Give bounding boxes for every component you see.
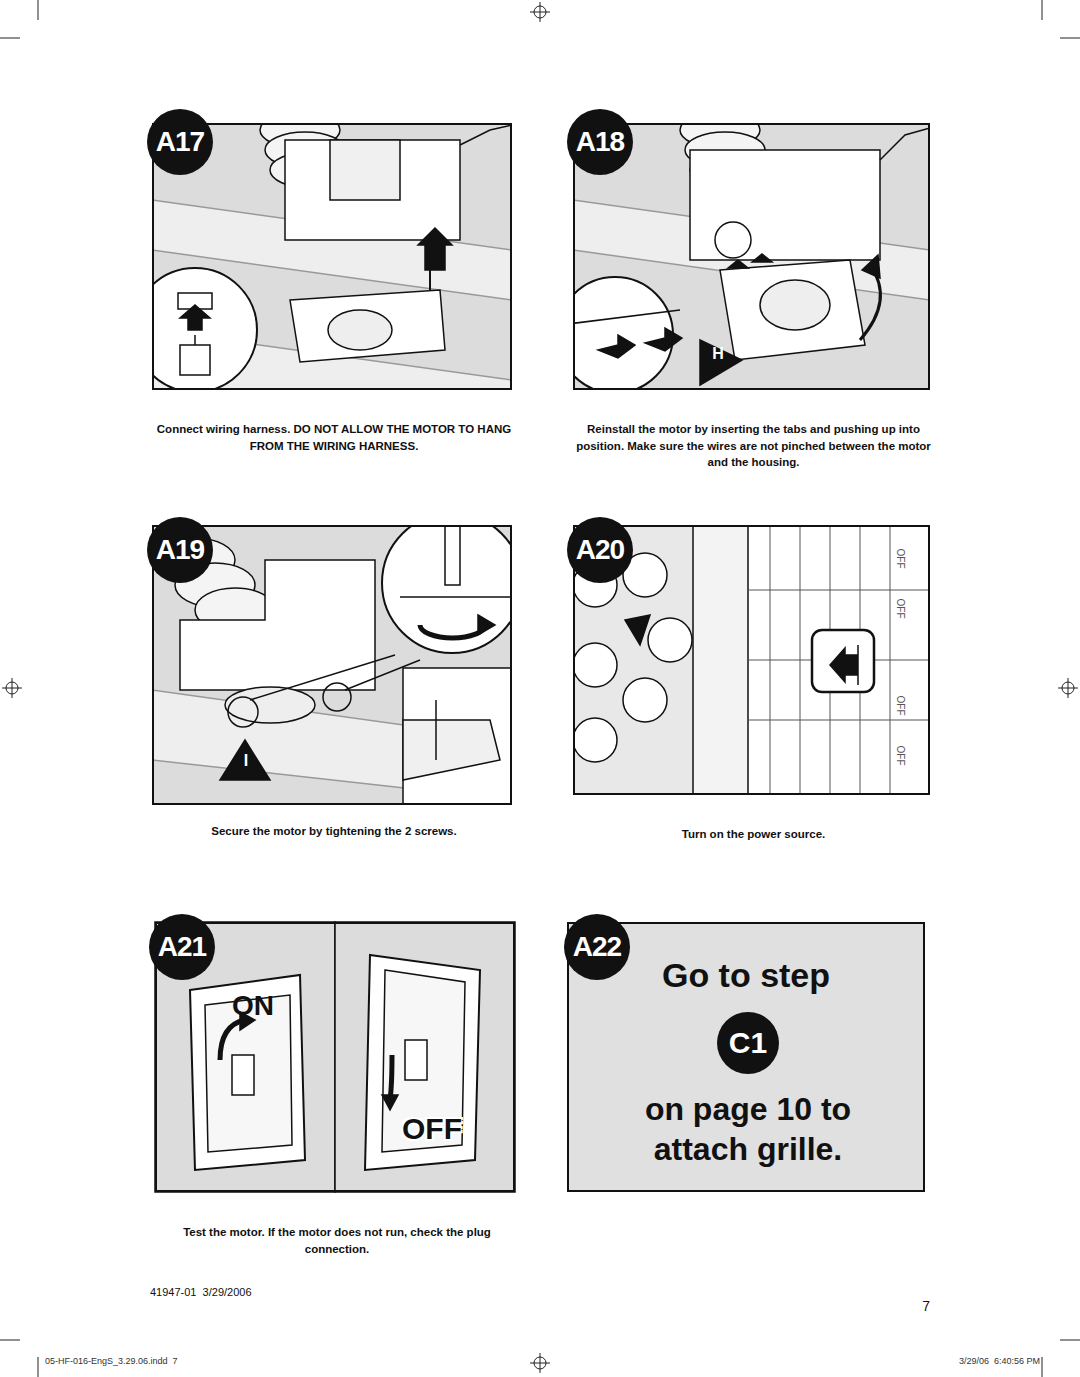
callout-letter: H <box>705 345 731 363</box>
callout-letter: I <box>233 752 259 770</box>
step-caption: Reinstall the motor by inserting the tab… <box>569 421 938 471</box>
breaker-label: OFF <box>895 539 906 579</box>
step-panel: A19Secure the motor by tightening the 2 … <box>152 525 512 805</box>
step-badge: A20 <box>567 517 633 583</box>
step-badge: A19 <box>147 517 213 583</box>
step-caption: Test the motor. If the motor does not ru… <box>151 1224 523 1257</box>
step-panel: A18Reinstall the motor by inserting the … <box>573 123 930 390</box>
step-badge: A18 <box>567 109 633 175</box>
step-panel: A21Test the motor. If the motor does not… <box>155 922 515 1192</box>
step-circle: C1 <box>717 1012 779 1074</box>
switch-label: OFF <box>402 1112 482 1146</box>
step-badge: A17 <box>147 109 213 175</box>
breaker-label: OFF <box>895 589 906 629</box>
switch-label: ON <box>232 990 282 1022</box>
step-caption: Turn on the power source. <box>569 826 938 843</box>
document-number: 41947-01 3/29/2006 <box>150 1286 350 1298</box>
step-panel: A17Connect wiring harness. DO NOT ALLOW … <box>152 123 512 390</box>
breaker-label: OFF <box>895 736 906 776</box>
step-badge: A21 <box>149 914 215 980</box>
breaker-label: OFF <box>895 686 906 726</box>
step-panel: A22Go to stepon page 10 to attach grille… <box>567 922 925 1192</box>
step-badge: A22 <box>564 914 630 980</box>
step-panel: A20Turn on the power source. <box>573 525 930 795</box>
motor-illustration <box>573 123 930 390</box>
page-number: 7 <box>900 1298 930 1314</box>
step-caption: Secure the motor by tightening the 2 scr… <box>148 823 520 840</box>
wiring-illustration <box>152 123 512 390</box>
instruction-text: on page 10 to attach grille. <box>609 1089 887 1169</box>
step-reference: C1 <box>717 1012 779 1074</box>
instruction-text: Go to step <box>569 956 923 995</box>
step-caption: Connect wiring harness. DO NOT ALLOW THE… <box>148 421 520 454</box>
print-slug: 3/29/06 6:40:56 PM <box>880 1356 1040 1366</box>
print-slug: 05-HF-016-EngS_3.29.06.indd 7 <box>45 1356 305 1366</box>
